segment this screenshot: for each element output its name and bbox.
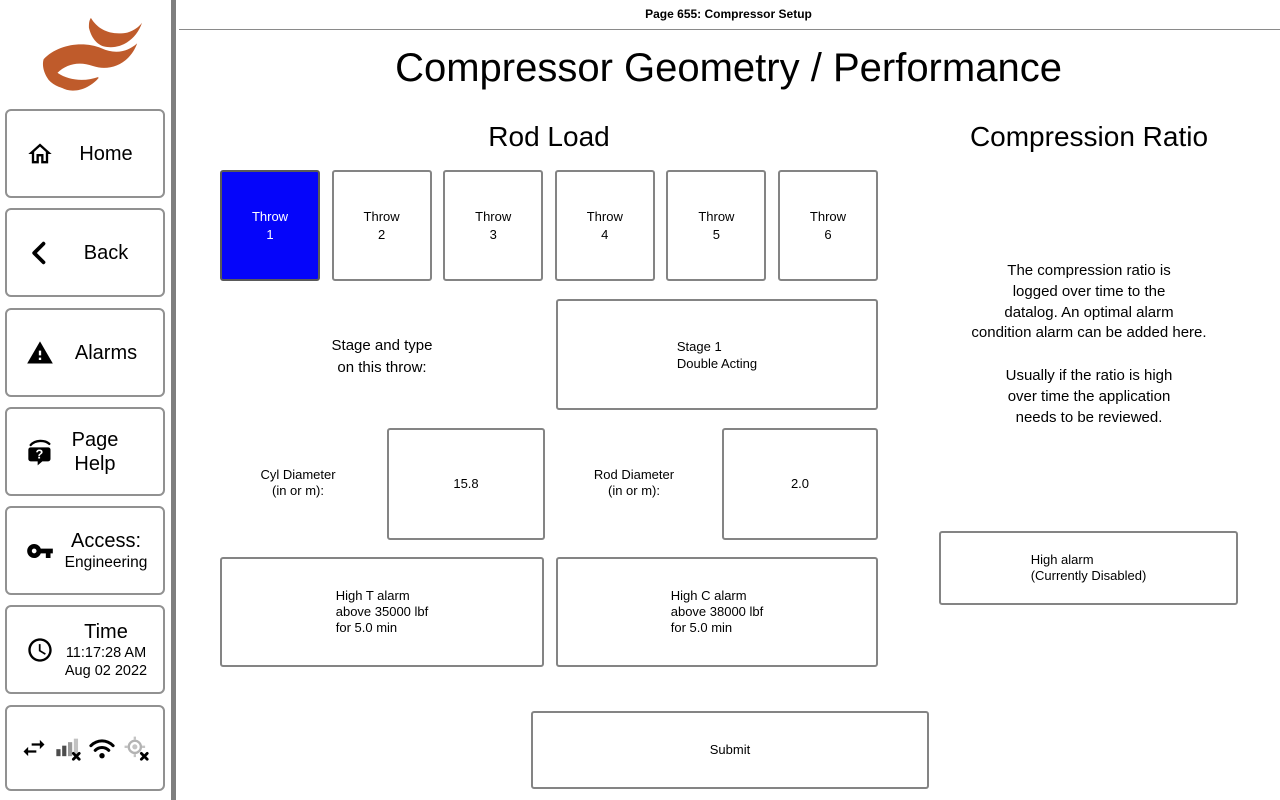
home-icon xyxy=(25,139,55,169)
sidebar-home-label: Home xyxy=(79,142,133,165)
high-c-alarm-button[interactable]: High C alarm above 38000 lbf for 5.0 min xyxy=(556,557,878,667)
status-icons-panel xyxy=(5,705,165,791)
submit-label: Submit xyxy=(709,742,751,757)
throw-6-button[interactable]: Throw 6 xyxy=(777,170,878,281)
sidebar-back-button[interactable]: Back xyxy=(5,208,165,297)
sidebar-home-button[interactable]: Home xyxy=(5,109,165,198)
key-icon xyxy=(25,536,55,566)
warning-icon xyxy=(25,338,55,368)
sidebar-page-help-button[interactable]: ? Page Help xyxy=(5,407,165,496)
throw-3-button[interactable]: Throw 3 xyxy=(443,170,544,281)
stage-type-button[interactable]: Stage 1 Double Acting xyxy=(556,299,878,410)
rod-diameter-label: Rod Diameter (in or m): xyxy=(593,467,675,498)
page-id-title: Page 655: Compressor Setup xyxy=(645,7,812,21)
throw-selector-row: Throw 1 Throw 2 Throw 3 Throw 4 Throw 5 … xyxy=(220,170,878,281)
compression-ratio-description-1: The compression ratio is logged over tim… xyxy=(971,262,1207,342)
compression-high-alarm-button[interactable]: High alarm (Currently Disabled) xyxy=(939,531,1238,605)
compression-high-alarm-text: High alarm (Currently Disabled) xyxy=(1030,552,1147,583)
back-chevron-icon xyxy=(25,238,55,268)
cell-signal-no-network-icon xyxy=(53,733,83,763)
rod-load-heading: Rod Load xyxy=(488,121,610,152)
throw-2-button[interactable]: Throw 2 xyxy=(331,170,432,281)
time-value: 11:17:28 AM xyxy=(65,644,147,661)
wifi-icon xyxy=(87,733,117,763)
cyl-diameter-value: 15.8 xyxy=(453,476,479,491)
page-title: Compressor Geometry / Performance xyxy=(395,46,1062,90)
swap-arrows-icon xyxy=(19,733,49,763)
sidebar: Home Back Alarms ? Page Help xyxy=(0,0,170,800)
sidebar-time-label: Time 11:17:28 AM Aug 02 2022 xyxy=(55,620,163,680)
sidebar-alarms-label: Alarms xyxy=(74,341,138,364)
sidebar-access-label: Access: Engineering xyxy=(55,529,163,572)
compression-ratio-heading: Compression Ratio xyxy=(969,121,1209,152)
high-c-alarm-text: High C alarm above 38000 lbf for 5.0 min xyxy=(670,588,764,635)
sidebar-page-help-label: Page Help xyxy=(71,428,119,475)
page-help-icon: ? xyxy=(25,437,55,467)
brand-logo-icon xyxy=(26,10,144,98)
sidebar-back-label: Back xyxy=(83,241,129,264)
throw-5-button[interactable]: Throw 5 xyxy=(666,170,767,281)
throw-1-button[interactable]: Throw 1 xyxy=(220,170,320,281)
header-rule xyxy=(179,29,1280,30)
cyl-diameter-field[interactable]: 15.8 xyxy=(387,428,545,540)
clock-icon xyxy=(25,635,55,665)
rod-diameter-value: 2.0 xyxy=(790,476,810,491)
access-level: Engineering xyxy=(64,554,148,571)
sidebar-access-button[interactable]: Access: Engineering xyxy=(5,506,165,595)
stage-type-label: Stage and type on this throw: xyxy=(331,337,433,376)
rod-diameter-field[interactable]: 2.0 xyxy=(722,428,878,540)
throw-4-button[interactable]: Throw 4 xyxy=(554,170,655,281)
date-value: Aug 02 2022 xyxy=(64,662,148,679)
high-t-alarm-button[interactable]: High T alarm above 35000 lbf for 5.0 min xyxy=(220,557,544,667)
cyl-diameter-label: Cyl Diameter (in or m): xyxy=(260,467,336,498)
sidebar-time-button[interactable]: Time 11:17:28 AM Aug 02 2022 xyxy=(5,605,165,694)
stage-type-value: Stage 1 Double Acting xyxy=(676,338,758,371)
high-t-alarm-text: High T alarm above 35000 lbf for 5.0 min xyxy=(335,588,429,635)
sidebar-divider xyxy=(171,0,176,800)
svg-text:?: ? xyxy=(35,446,43,461)
sidebar-alarms-button[interactable]: Alarms xyxy=(5,308,165,397)
gps-disabled-icon xyxy=(121,733,151,763)
submit-button[interactable]: Submit xyxy=(531,711,929,789)
compression-ratio-description-2: Usually if the ratio is high over time t… xyxy=(1005,367,1173,426)
